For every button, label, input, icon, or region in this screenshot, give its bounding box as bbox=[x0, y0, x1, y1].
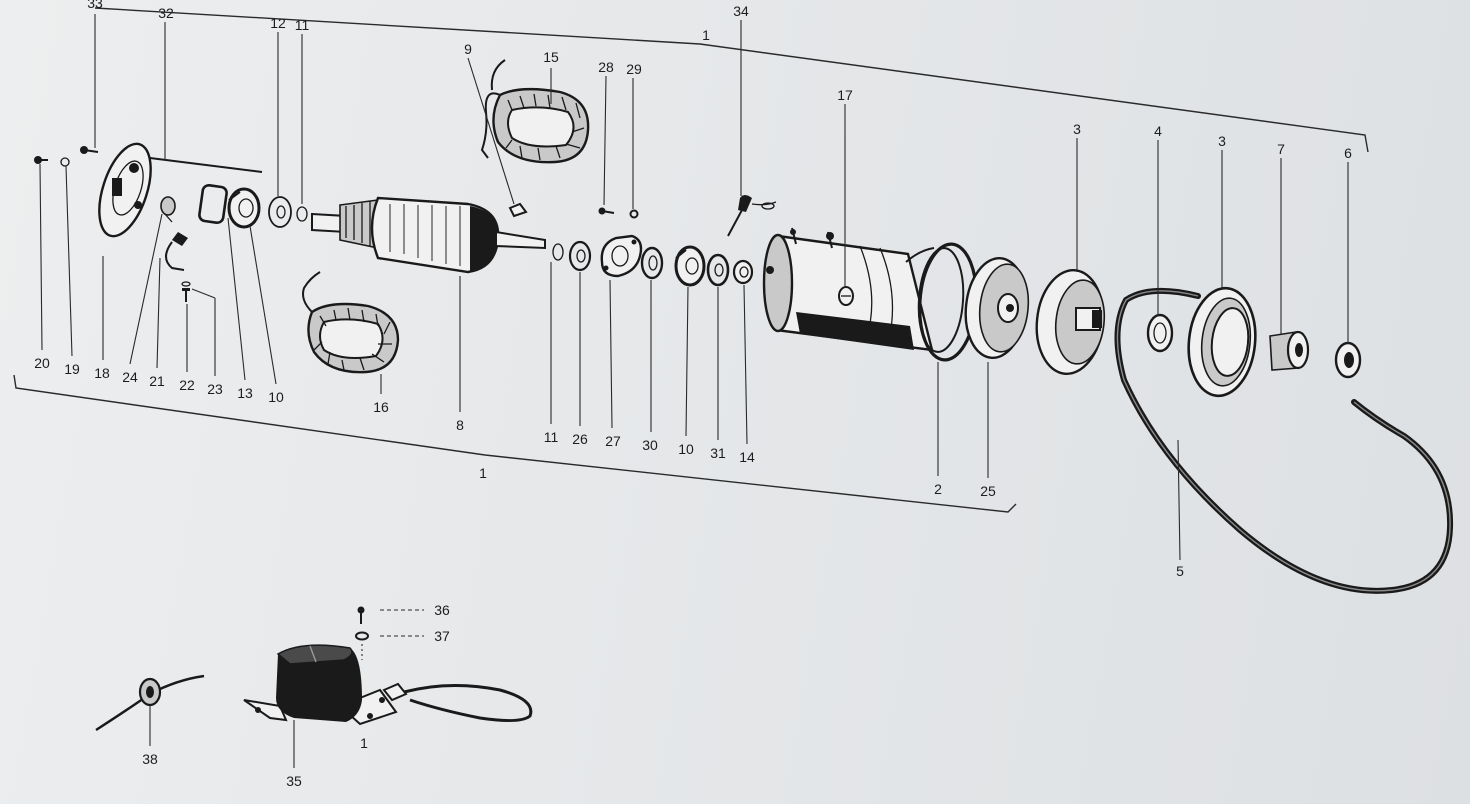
callout-30: 30 bbox=[642, 437, 658, 453]
callout-6: 6 bbox=[1344, 145, 1352, 161]
callout-36: 36 bbox=[434, 602, 450, 618]
callout-3-left: 3 bbox=[1073, 121, 1081, 137]
part-12-washer bbox=[268, 196, 292, 228]
callout-7: 7 bbox=[1277, 141, 1285, 157]
callout-20: 20 bbox=[34, 355, 50, 371]
leader-lines bbox=[39, 14, 1349, 768]
generator-housing bbox=[762, 227, 934, 352]
part-4-spacer bbox=[1146, 313, 1174, 353]
callout-17: 17 bbox=[837, 87, 853, 103]
part-37-washer bbox=[355, 631, 369, 660]
callout-35: 35 bbox=[286, 773, 302, 789]
callout-8: 8 bbox=[456, 417, 464, 433]
callout-18: 18 bbox=[94, 365, 110, 381]
callout-38: 38 bbox=[142, 751, 158, 767]
callout-24: 24 bbox=[122, 369, 138, 385]
callout-15: 15 bbox=[543, 49, 559, 65]
callout-4: 4 bbox=[1154, 123, 1162, 139]
callout-3-right: 3 bbox=[1218, 133, 1226, 149]
part-29-washer bbox=[629, 209, 639, 219]
callout-1-bottom: 1 bbox=[479, 465, 487, 481]
part-10-bearing bbox=[227, 187, 261, 229]
callout-34: 34 bbox=[733, 3, 749, 19]
part-11-ring-left bbox=[296, 206, 308, 222]
part-24-brush-holder bbox=[160, 196, 176, 223]
part-10-bearing-right bbox=[674, 245, 706, 287]
part-9-key bbox=[508, 202, 528, 218]
upper-assembly-bracket bbox=[94, 7, 1369, 153]
callout-11-bottom: 11 bbox=[544, 429, 559, 445]
callout-10-left: 10 bbox=[268, 389, 284, 405]
callout-13: 13 bbox=[237, 385, 253, 401]
part-36-screw bbox=[357, 606, 365, 624]
callout-labels: 33 32 12 11 9 15 28 29 1 34 17 3 4 3 7 6… bbox=[34, 0, 1352, 789]
part-19-washer bbox=[60, 157, 70, 167]
callout-5: 5 bbox=[1176, 563, 1184, 579]
callout-12: 12 bbox=[270, 15, 286, 31]
part-28-screw bbox=[598, 207, 615, 215]
callout-37: 37 bbox=[434, 628, 450, 644]
callout-10-right: 10 bbox=[678, 441, 694, 457]
callout-32: 32 bbox=[158, 5, 174, 21]
callout-25: 25 bbox=[980, 483, 996, 499]
part-15-field-coil bbox=[480, 59, 590, 164]
callout-9: 9 bbox=[464, 41, 472, 57]
part-13-gasket bbox=[198, 183, 228, 225]
callout-21: 21 bbox=[149, 373, 165, 389]
callout-1-top: 1 bbox=[702, 27, 710, 43]
part-3-pulley-half-left bbox=[1035, 268, 1106, 376]
callout-28: 28 bbox=[598, 59, 614, 75]
part-32-through-bolt bbox=[149, 157, 263, 173]
callout-2: 2 bbox=[934, 481, 942, 497]
part-11-ring-right bbox=[552, 243, 564, 261]
callout-33: 33 bbox=[87, 0, 103, 11]
callout-26: 26 bbox=[572, 431, 588, 447]
part-6-nut bbox=[1334, 341, 1362, 379]
part-38-grommet-cable bbox=[95, 674, 205, 732]
part-33-screw bbox=[80, 146, 99, 154]
part-27-retainer-plate bbox=[600, 234, 643, 278]
part-16-field-coil bbox=[302, 271, 400, 374]
callout-27: 27 bbox=[605, 433, 621, 449]
part-31-washer bbox=[706, 253, 730, 287]
part-14-spacer bbox=[732, 259, 754, 285]
part-8-armature bbox=[311, 196, 546, 274]
callout-19: 19 bbox=[64, 361, 80, 377]
part-21-spring-clip bbox=[165, 232, 188, 271]
part-34-terminal bbox=[727, 195, 777, 237]
part-18-end-plate bbox=[98, 142, 152, 238]
callout-14: 14 bbox=[739, 449, 755, 465]
part-30-washer bbox=[640, 246, 664, 280]
part-22-screw bbox=[181, 281, 191, 302]
part-7-spacer bbox=[1269, 330, 1310, 371]
callout-11-top: 11 bbox=[295, 17, 310, 33]
part-26-washer bbox=[568, 240, 592, 272]
callout-22: 22 bbox=[179, 377, 195, 393]
part-25-end-cover bbox=[964, 256, 1030, 360]
part-20-screw bbox=[34, 156, 48, 164]
callout-29: 29 bbox=[626, 61, 642, 77]
part-5-v-belt bbox=[1114, 287, 1454, 594]
callout-16: 16 bbox=[373, 399, 389, 415]
part-3-pulley-half-right bbox=[1187, 286, 1257, 398]
part-35-regulator bbox=[243, 644, 533, 726]
callout-31: 31 bbox=[710, 445, 726, 461]
callout-1-regulator: 1 bbox=[360, 735, 368, 751]
lower-assembly-bracket bbox=[13, 374, 1017, 513]
callout-23: 23 bbox=[207, 381, 223, 397]
